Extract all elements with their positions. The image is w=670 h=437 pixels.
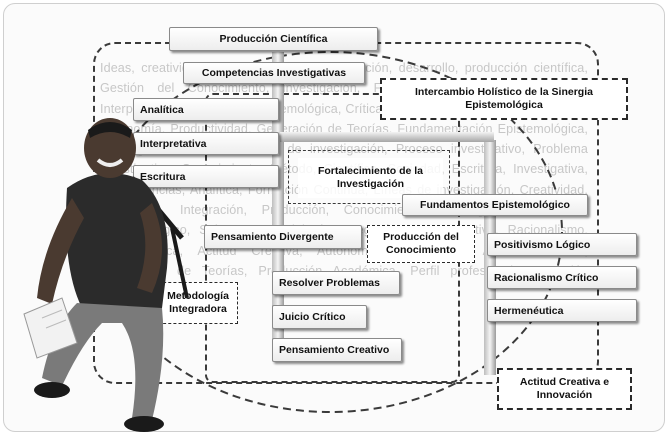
node-produccion-conocimiento: Producción del Conocimiento [367,225,475,263]
node-fortalecimiento: Fortalecimiento de la Investigación [298,158,443,198]
fortalecimiento-dashed-border [288,150,450,204]
node-interpretativa: Interpretativa [133,132,279,155]
node-analitica: Analítica [133,98,279,121]
node-hermeneutica: Hermenéutica [487,299,637,322]
node-escritura: Escritura [133,165,279,188]
node-resolver-problemas: Resolver Problemas [272,271,400,295]
node-fundamentos-epistemologico: Fundamentos Epistemológico [402,194,588,216]
horizontal-connector [280,132,494,142]
node-pensamiento-divergente: Pensamiento Divergente [204,225,362,249]
node-competencias-investigativas: Competencias Investigativas [183,62,365,84]
node-produccion-cientifica: Producción Científica [169,27,378,51]
vertical-connector-right [484,140,496,375]
node-juicio-critico: Juicio Crítico [272,305,367,329]
node-intercambio-holistico: Intercambio Holístico de la Sinergia Epi… [380,78,628,120]
node-pensamiento-creativo: Pensamiento Creativo [272,338,402,362]
node-racionalismo-critico: Racionalismo Crítico [487,266,637,289]
node-actitud-creativa: Actitud Creativa e Innovación [497,368,632,410]
node-positivismo-logico: Positivismo Lógico [487,233,637,256]
node-metodologia-integradora: Metodología Integradora [158,282,238,324]
student-illustration [23,118,189,432]
